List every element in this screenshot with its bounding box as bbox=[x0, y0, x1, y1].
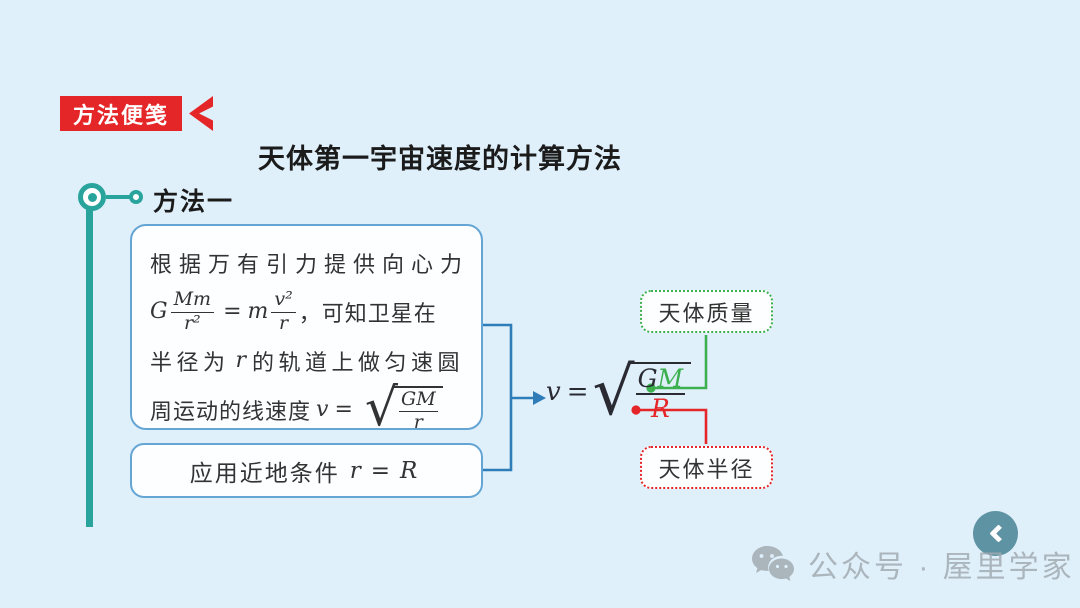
mass-callout-box: 天体质量 bbox=[640, 290, 773, 333]
derivation-line-4: 周运动的线速度 v = √ GM r bbox=[150, 377, 465, 438]
var-v: v bbox=[546, 377, 561, 407]
derivation-box: 根据万有引力提供向心力 G Mm r² = m v² r ，可知卫星在 半径为 … bbox=[130, 224, 483, 434]
method-label: 方法一 bbox=[153, 188, 235, 216]
var-R: R bbox=[399, 457, 420, 484]
page-title: 天体第一宇宙速度的计算方法 bbox=[258, 144, 622, 174]
condition-text: 应用近地条件 bbox=[189, 460, 340, 487]
derivation-line-3: 半径为 r 的轨道上做匀速圆 bbox=[150, 348, 465, 376]
var-v: v bbox=[316, 397, 329, 422]
equals-sign: = bbox=[223, 299, 242, 324]
equals-sign: = bbox=[334, 397, 353, 422]
condition-box: 应用近地条件 r = R bbox=[130, 443, 483, 498]
fraction-v2-r: v² r bbox=[271, 288, 296, 334]
radius-callout-box: 天体半径 bbox=[640, 446, 773, 489]
wechat-icon bbox=[752, 546, 794, 581]
var-G: G bbox=[150, 299, 168, 324]
method-note-badge-label: 方法便笺 bbox=[60, 96, 183, 131]
chevron-left-icon bbox=[988, 524, 1008, 543]
var-G: G bbox=[637, 363, 658, 393]
back-button[interactable] bbox=[973, 511, 1018, 556]
method-node-icon bbox=[78, 183, 106, 211]
var-m: m bbox=[247, 299, 269, 324]
arrowhead-icon bbox=[533, 391, 546, 405]
result-formula: v = √ GM R bbox=[546, 353, 692, 430]
derivation-line-2: G Mm r² = m v² r ，可知卫星在 bbox=[150, 287, 465, 336]
sqrt-GM-over-r: √ GM r bbox=[364, 377, 443, 438]
watermark-text: 公众号 · 屋里学家 bbox=[808, 551, 1075, 584]
method-node-connector bbox=[106, 195, 131, 199]
var-M-green: M bbox=[657, 363, 684, 393]
ribbon-tail-icon bbox=[189, 96, 214, 131]
sqrt-GM-over-R: GM R bbox=[629, 361, 692, 423]
equals-sign: = bbox=[370, 457, 392, 484]
method-subnode-icon bbox=[129, 190, 143, 204]
fraction-Mm-r2: Mm r² bbox=[170, 288, 215, 334]
radical-sign: √ bbox=[364, 377, 399, 438]
method-note-badge: 方法便笺 bbox=[60, 96, 214, 131]
method-node-dot bbox=[87, 192, 97, 202]
var-r: r bbox=[235, 348, 247, 373]
equals-sign: = bbox=[566, 377, 589, 407]
radical-sign: √ bbox=[592, 353, 635, 430]
var-R-red: R bbox=[650, 394, 670, 423]
derivation-line-1: 根据万有引力提供向心力 bbox=[150, 252, 470, 278]
var-r: r bbox=[349, 457, 363, 484]
method-branch-line bbox=[86, 197, 93, 527]
derivation-line-2-tail: ，可知卫星在 bbox=[298, 301, 437, 327]
watermark: 公众号 · 屋里学家 bbox=[750, 542, 1075, 586]
bracket-connector bbox=[483, 323, 513, 472]
